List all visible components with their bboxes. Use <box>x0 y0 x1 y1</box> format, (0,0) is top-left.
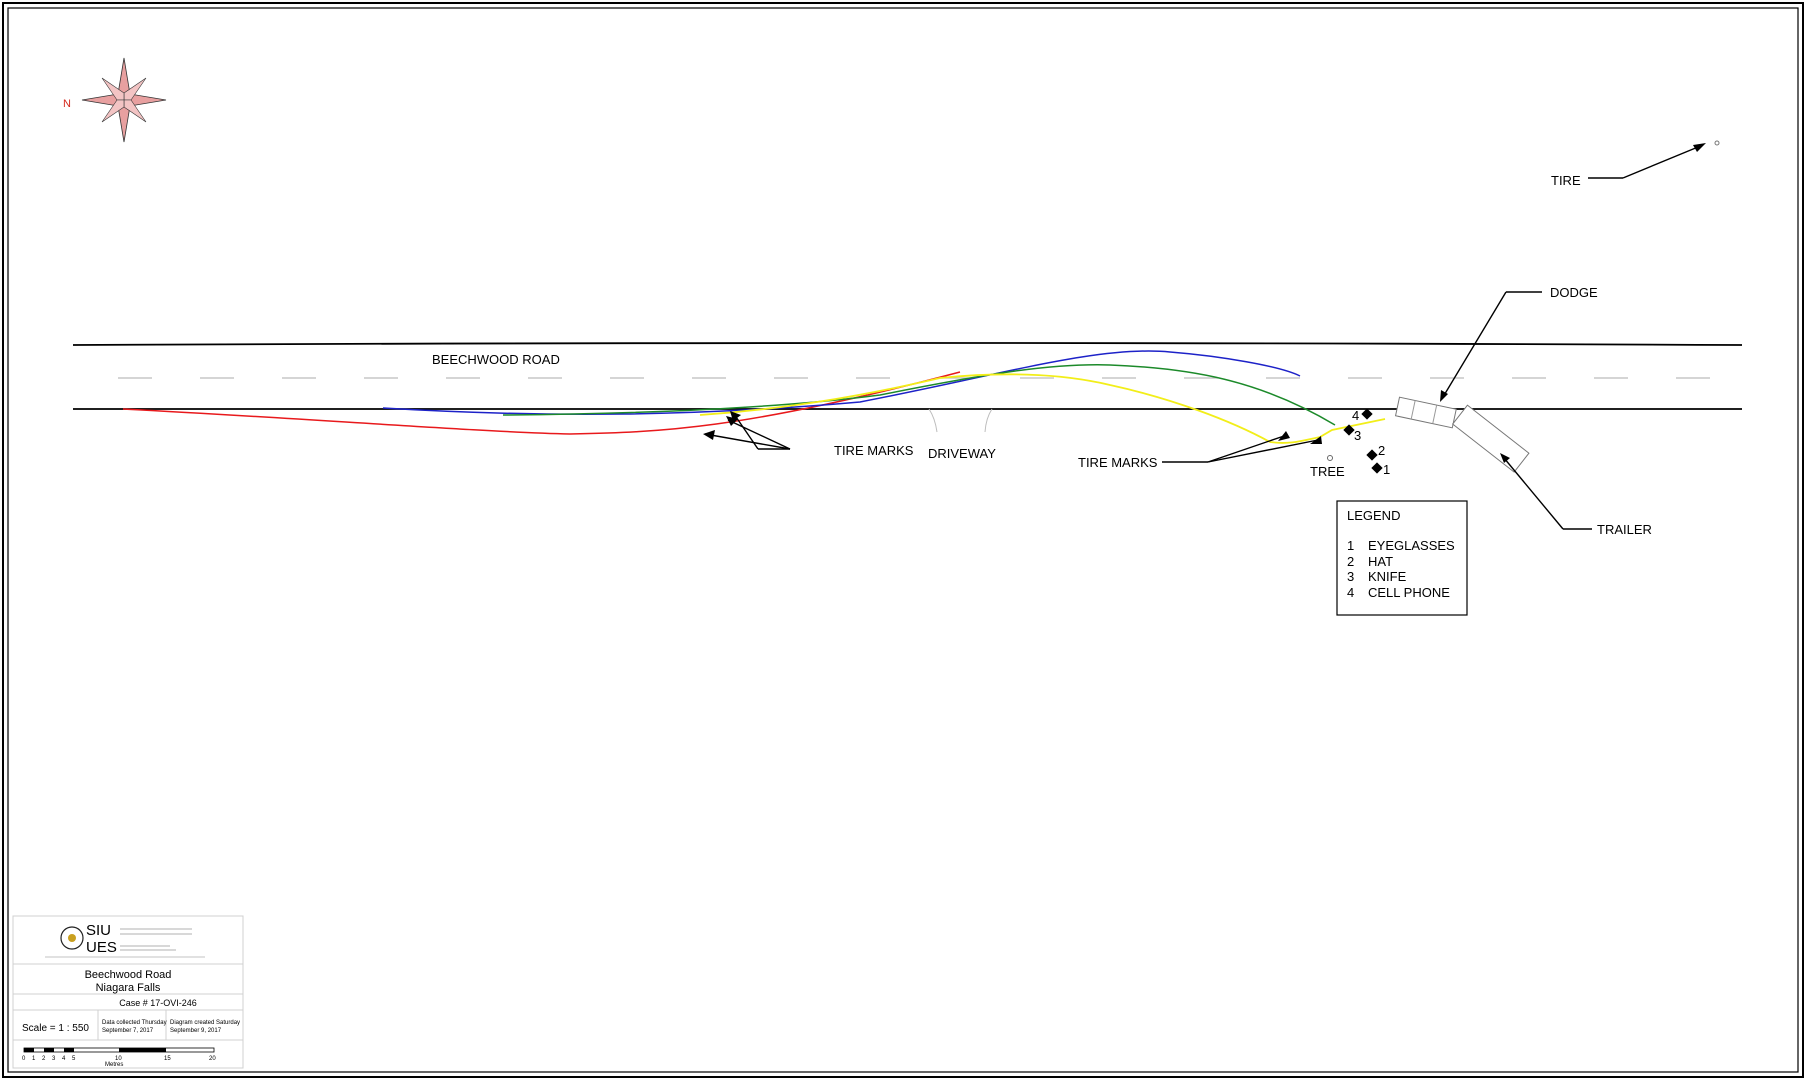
title-block: SIU UES Beechwood Road Niagara Falls Cas… <box>12 915 244 1069</box>
scale-bar: 0 1 2 3 4 5 10 15 20 Metres <box>22 1047 216 1068</box>
compass-rose-icon <box>81 57 167 143</box>
evidence-marker-3: 3 <box>1343 424 1361 443</box>
tire-marks-green <box>502 364 1336 426</box>
arrowhead <box>703 430 715 440</box>
inner-frame <box>7 7 1799 1073</box>
diagram-created-line-2: September 9, 2017 <box>170 1028 222 1034</box>
tire-marks-label-2: TIRE MARKS <box>1078 455 1158 470</box>
location-line-2: Niagara Falls <box>96 982 161 994</box>
dodge-callout <box>1442 291 1542 398</box>
legend-item-num: 4 <box>1347 585 1354 600</box>
evidence-marker-4: 4 <box>1352 408 1373 423</box>
scale-tick: 20 <box>209 1056 216 1062</box>
scale-tick: 3 <box>52 1056 56 1062</box>
legend-title: LEGEND <box>1347 508 1400 523</box>
case-number: Case # 17-OVI-246 <box>119 998 197 1008</box>
road-name-label: BEECHWOOD ROAD <box>432 352 560 367</box>
evidence-marker-2: 2 <box>1366 443 1385 461</box>
legend-item-label: KNIFE <box>1368 569 1407 584</box>
svg-text:2: 2 <box>1378 443 1385 458</box>
svg-text:1: 1 <box>1383 462 1390 477</box>
tire-object-icon <box>1714 140 1720 146</box>
arrowhead <box>1693 143 1706 152</box>
trailer-callout <box>1503 457 1592 530</box>
siu-logo-icon: SIU UES <box>45 922 205 958</box>
dodge-label: DODGE <box>1550 285 1598 300</box>
svg-text:UES: UES <box>86 939 117 956</box>
data-collected-line-2: September 7, 2017 <box>102 1028 154 1034</box>
tire-marks-callout-1 <box>704 413 791 450</box>
dodge-vehicle-icon <box>1394 396 1457 429</box>
diagram-created-line-1: Diagram created Saturday <box>170 1020 240 1026</box>
scale-tick: 10 <box>115 1056 122 1062</box>
svg-text:3: 3 <box>1354 428 1361 443</box>
location-line-1: Beechwood Road <box>85 969 172 981</box>
data-collected-line-1: Data collected Thursday <box>102 1020 167 1026</box>
title-block-frame <box>12 915 244 1069</box>
evidence-marker-1: 1 <box>1371 462 1390 477</box>
road-edge-top <box>72 342 1743 346</box>
tire-label: TIRE <box>1551 173 1581 188</box>
scale-tick: 2 <box>42 1056 46 1062</box>
legend-item-label: HAT <box>1368 554 1393 569</box>
scale-text: Scale = 1 : 550 <box>22 1023 89 1034</box>
scale-tick: 15 <box>164 1056 171 1062</box>
scale-tick: 5 <box>72 1056 76 1062</box>
tire-marks-yellow <box>699 373 1386 444</box>
trailer-icon <box>1451 404 1530 473</box>
legend-item-num: 2 <box>1347 554 1354 569</box>
arrowhead <box>1310 436 1322 444</box>
legend-item-label: EYEGLASSES <box>1368 538 1455 553</box>
tree-icon <box>1327 455 1333 461</box>
compass-north-label: N <box>63 98 71 110</box>
tire-marks-callout-2 <box>1162 435 1319 463</box>
scale-tick: 1 <box>32 1056 36 1062</box>
legend-item-label: CELL PHONE <box>1368 585 1450 600</box>
arrowhead <box>1278 431 1290 441</box>
arrowhead <box>1500 453 1510 463</box>
tire-callout <box>1588 146 1699 179</box>
legend-item-num: 3 <box>1347 569 1354 584</box>
driveway-label: DRIVEWAY <box>928 446 996 461</box>
arrowhead <box>730 411 741 421</box>
legend: LEGEND 1 EYEGLASSES 2 HAT 3 KNIFE 4 CELL… <box>1336 500 1468 616</box>
svg-text:SIU: SIU <box>86 922 111 939</box>
svg-text:4: 4 <box>1352 408 1359 423</box>
scale-tick: 0 <box>22 1056 26 1062</box>
tree-label: TREE <box>1310 464 1345 479</box>
legend-item-num: 1 <box>1347 538 1354 553</box>
road <box>72 342 1743 410</box>
tire-marks-label-1: TIRE MARKS <box>834 443 914 458</box>
trailer-label: TRAILER <box>1597 522 1652 537</box>
legend-box <box>1336 500 1468 616</box>
tire-marks-red <box>122 371 961 435</box>
scale-unit: Metres <box>105 1062 123 1068</box>
driveway <box>928 408 993 433</box>
arrowhead <box>1440 390 1448 402</box>
scale-tick: 4 <box>62 1056 66 1062</box>
